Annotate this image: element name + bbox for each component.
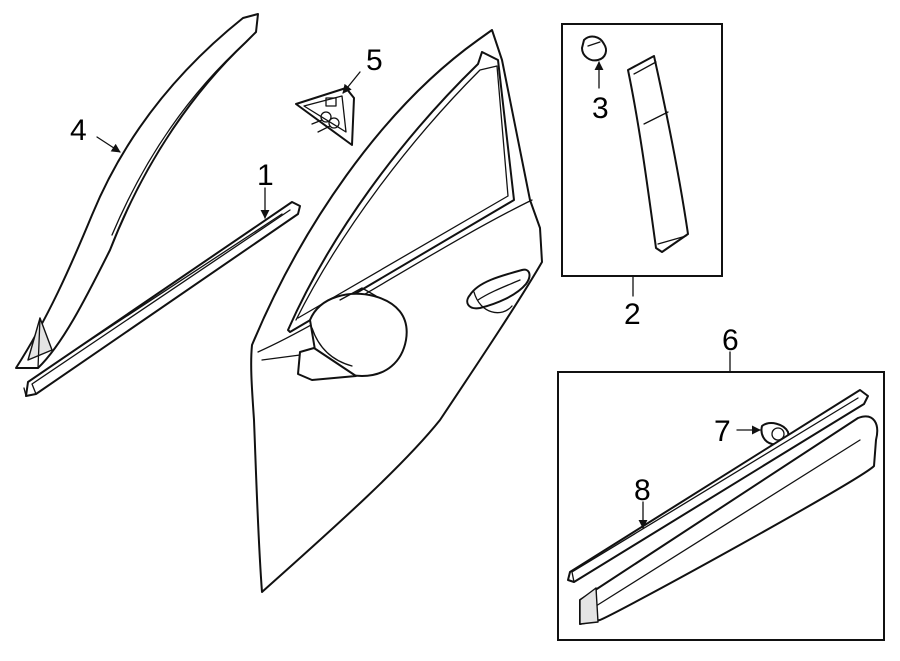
callout-1: 1 — [257, 159, 274, 192]
mirror-bracket-part-5 — [295, 87, 355, 146]
callout-6: 6 — [722, 324, 739, 357]
callout-5: 5 — [366, 44, 383, 77]
callout-2: 2 — [624, 298, 641, 331]
front-door — [250, 29, 543, 593]
callout-4: 4 — [70, 114, 87, 147]
belt-molding-part-1 — [23, 201, 301, 397]
detail-box-part-6 — [557, 371, 885, 641]
leader-5 — [342, 71, 361, 94]
detail-box-part-2 — [561, 23, 723, 277]
leader-lines — [96, 61, 761, 529]
callout-7: 7 — [714, 415, 731, 448]
clip-part-3 — [581, 35, 607, 62]
leader-4 — [96, 136, 121, 153]
callout-3: 3 — [592, 92, 609, 125]
pillar-trim-part-4 — [15, 13, 259, 369]
callout-8: 8 — [634, 474, 651, 507]
